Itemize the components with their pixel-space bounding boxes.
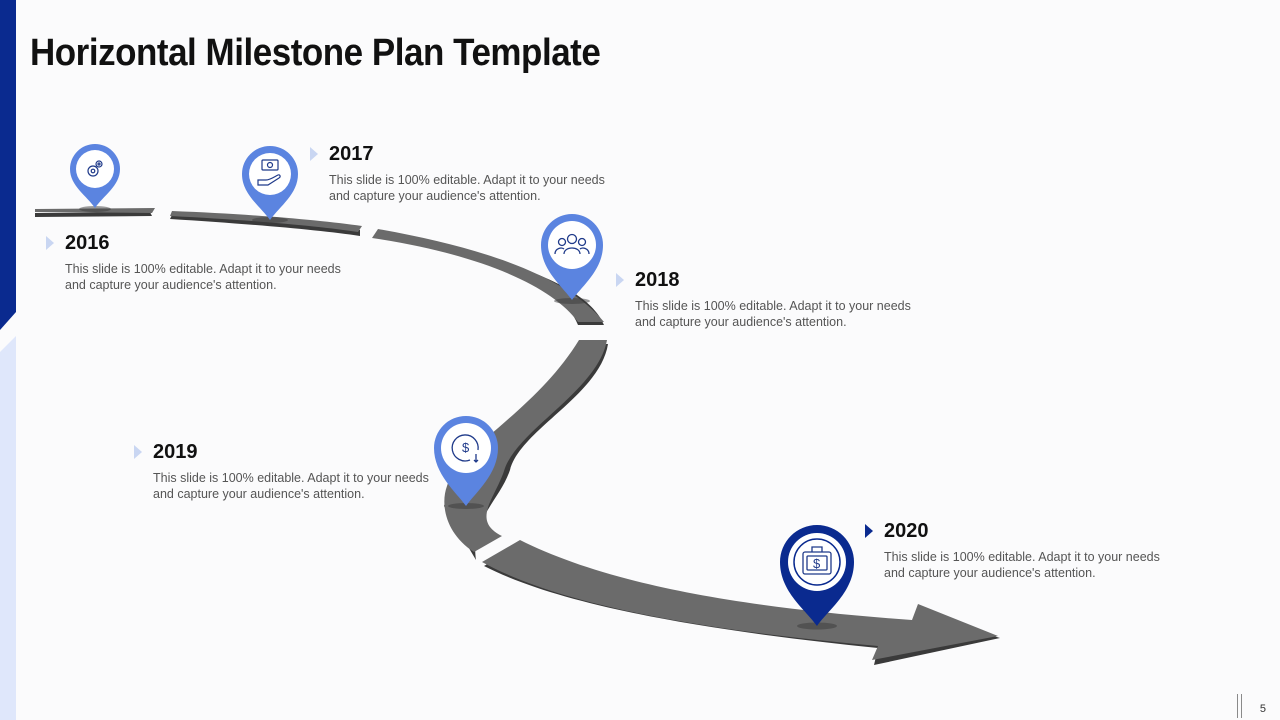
milestone-2018: 2018 This slide is 100% editable. Adapt … [616,268,935,330]
dollar-exchange-icon: $ [451,434,479,463]
gears-icon [87,160,103,177]
milestone-description: This slide is 100% editable. Adapt it to… [329,173,605,203]
page-footer: 5 [1220,692,1280,720]
svg-text:$: $ [813,556,821,571]
money-hand-icon [257,159,281,186]
milestone-year: 2018 [635,268,680,291]
milestone-2016: 2016 This slide is 100% editable. Adapt … [46,231,365,293]
pin-2020: $ [780,525,854,630]
year-marker [616,273,624,287]
pin-2018 [541,214,603,304]
road-segment [482,540,998,660]
svg-text:$: $ [462,440,470,455]
milestone-description: This slide is 100% editable. Adapt it to… [153,471,429,501]
footer-divider [1237,694,1238,718]
road-segment [444,340,607,552]
milestone-description: This slide is 100% editable. Adapt it to… [635,299,911,329]
page-title: Horizontal Milestone Plan Template [30,32,601,74]
pin-2017 [242,146,298,223]
year-marker [310,147,318,161]
money-case-icon: $ [802,546,832,575]
milestone-2019: 2019 This slide is 100% editable. Adapt … [134,440,453,502]
year-marker [865,524,873,538]
team-icon [554,233,590,255]
road-shadow [170,215,360,236]
milestone-description: This slide is 100% editable. Adapt it to… [884,550,1160,580]
page-number: 5 [1259,703,1266,715]
year-marker [46,236,54,250]
milestone-year: 2020 [884,519,929,542]
road-shadow [35,212,152,217]
milestone-year: 2019 [153,440,198,463]
year-marker [134,445,142,459]
footer-divider [1241,694,1242,718]
left-accent-bar [0,0,16,720]
road-segment [372,229,604,322]
pin-2016 [70,144,120,212]
milestone-description: This slide is 100% editable. Adapt it to… [65,262,341,292]
milestone-year: 2017 [329,142,374,165]
milestone-2017: 2017 This slide is 100% editable. Adapt … [310,142,629,204]
milestone-2020: 2020 This slide is 100% editable. Adapt … [865,519,1184,581]
pin-2019: $ [434,416,498,509]
milestone-year: 2016 [65,231,110,254]
